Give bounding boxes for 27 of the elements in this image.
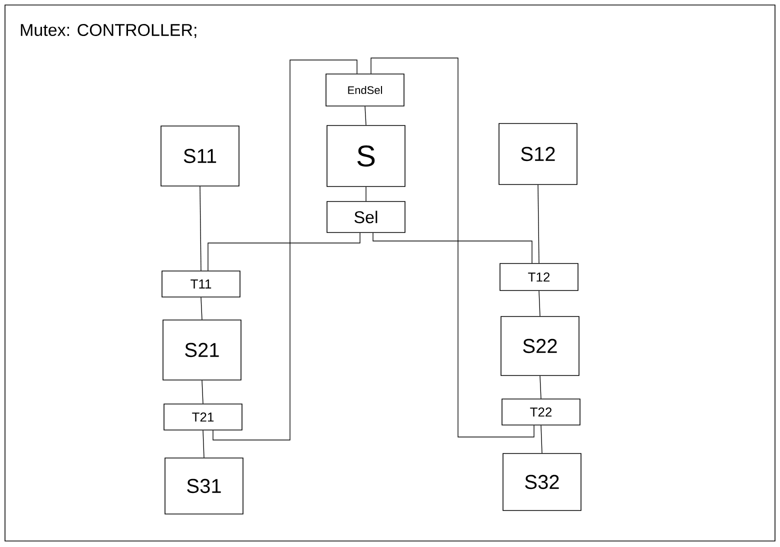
step-box: S12 bbox=[498, 123, 578, 185]
connector-line bbox=[364, 106, 366, 126]
connector-line bbox=[200, 297, 202, 320]
transition-box: T11 bbox=[162, 270, 240, 298]
connector-line bbox=[200, 186, 202, 271]
connector-line bbox=[538, 290, 540, 316]
transition-box: T22 bbox=[502, 398, 580, 426]
connector-line bbox=[370, 58, 534, 438]
step-box: S11 bbox=[160, 126, 240, 186]
connector-line bbox=[212, 60, 358, 440]
connector-line bbox=[202, 380, 204, 404]
step-box: S21 bbox=[162, 320, 242, 380]
connector-line bbox=[540, 425, 542, 454]
step-box: S bbox=[326, 125, 406, 187]
transition-box: T12 bbox=[500, 263, 578, 291]
connector-line bbox=[202, 430, 204, 458]
transition-box: T21 bbox=[164, 404, 242, 430]
transition-box: EndSel bbox=[326, 74, 404, 106]
connector-line bbox=[540, 376, 542, 399]
step-box: S31 bbox=[164, 458, 244, 514]
connector-line bbox=[372, 232, 532, 264]
step-box: S22 bbox=[500, 316, 580, 376]
connector-line bbox=[538, 184, 540, 264]
connector-line bbox=[208, 232, 360, 271]
transition-box: Sel bbox=[326, 201, 406, 233]
step-box: S32 bbox=[502, 453, 582, 511]
title: Mutex: CONTROLLER; bbox=[20, 24, 196, 38]
